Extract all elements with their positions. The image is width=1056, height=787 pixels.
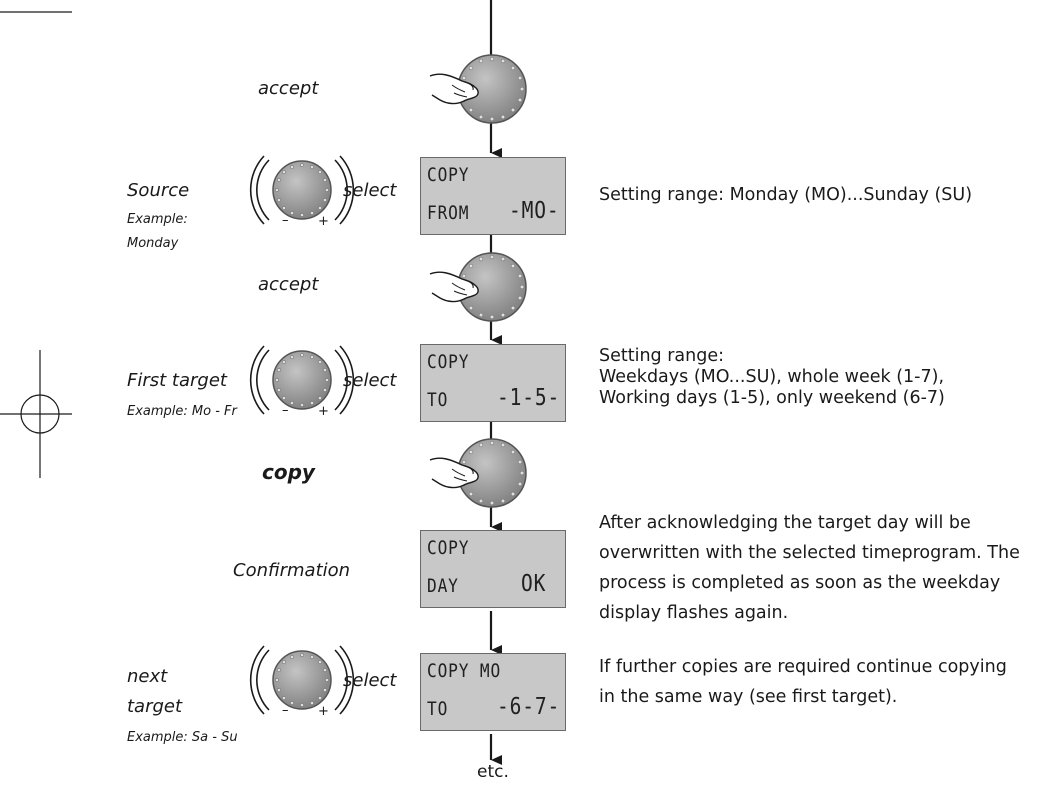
- select-label: select: [343, 370, 397, 391]
- confirmation-text: After acknowledging the target day will …: [599, 508, 1020, 628]
- knob-plus-label: +: [318, 404, 329, 419]
- next-target-label: next: [127, 666, 168, 687]
- source-example-label: Example:: [127, 212, 188, 227]
- rotary-knob-icon: [249, 345, 355, 415]
- lcd-copy-day-ok: COPY DAY OK: [420, 530, 566, 608]
- first-target-range-text: Setting range: Weekdays (MO...SU), whole…: [599, 346, 945, 409]
- lcd-line2-left: TO: [427, 389, 449, 411]
- registration-mark-icon: [0, 11, 72, 478]
- first-target-label: First target: [127, 370, 227, 391]
- lcd-line2-right: OK: [521, 571, 547, 597]
- lcd-line1: COPY MO: [427, 660, 502, 682]
- source-range-text: Setting range: Monday (MO)...Sunday (SU): [599, 185, 973, 205]
- rotary-knob-icon: [249, 155, 355, 225]
- desc-line: Weekdays (MO...SU), whole week (1-7),: [599, 367, 945, 387]
- lcd-line1: COPY: [427, 164, 470, 186]
- desc-line: Setting range:: [599, 346, 725, 366]
- rotary-knob-icon: [249, 645, 355, 715]
- desc-line: After acknowledging the target day will …: [599, 513, 971, 533]
- lcd-line1: COPY: [427, 537, 470, 559]
- next-target-text: If further copies are required continue …: [599, 652, 1007, 712]
- accept-label: accept: [258, 274, 319, 295]
- desc-line: display flashes again.: [599, 603, 789, 623]
- knob-minus-label: –: [282, 213, 289, 228]
- desc-line: overwritten with the selected timeprogra…: [599, 543, 1020, 563]
- knob-plus-label: +: [318, 704, 329, 719]
- desc-line: process is completed as soon as the week…: [599, 573, 1001, 593]
- etc-label: etc.: [477, 762, 509, 782]
- select-label: select: [343, 670, 397, 691]
- lcd-copy-to-first: COPY TO -1-5-: [420, 344, 566, 422]
- next-target-example-label: Example: Sa - Su: [127, 730, 238, 745]
- knob-plus-label: +: [318, 214, 329, 229]
- knob-minus-label: –: [282, 703, 289, 718]
- lcd-line2-left: TO: [427, 698, 449, 720]
- lcd-line2-left: DAY: [427, 575, 459, 597]
- next-target-label: target: [127, 696, 183, 717]
- desc-line: in the same way (see first target).: [599, 687, 898, 707]
- press-knob-hand-icon: [429, 54, 527, 124]
- lcd-copy-from: COPY FROM -MO-: [420, 157, 566, 235]
- lcd-copy-to-next: COPY MO TO -6-7-: [420, 653, 566, 731]
- press-knob-hand-icon: [429, 438, 527, 508]
- first-target-example-label: Example: Mo - Fr: [127, 404, 237, 419]
- select-label: select: [343, 180, 397, 201]
- confirmation-label: Confirmation: [233, 560, 351, 581]
- lcd-line1: COPY: [427, 351, 470, 373]
- copy-label: copy: [262, 460, 315, 484]
- desc-line: If further copies are required continue …: [599, 657, 1007, 677]
- lcd-line2-right: -MO-: [509, 198, 560, 224]
- lcd-line2-right: -1-5-: [497, 385, 561, 411]
- knob-minus-label: –: [282, 403, 289, 418]
- desc-line: Working days (1-5), only weekend (6-7): [599, 388, 945, 408]
- lcd-line2-left: FROM: [427, 202, 470, 224]
- source-example-value: Monday: [127, 236, 179, 251]
- source-label: Source: [127, 180, 190, 201]
- press-knob-hand-icon: [429, 252, 527, 322]
- accept-label: accept: [258, 78, 319, 99]
- lcd-line2-right: -6-7-: [497, 694, 561, 720]
